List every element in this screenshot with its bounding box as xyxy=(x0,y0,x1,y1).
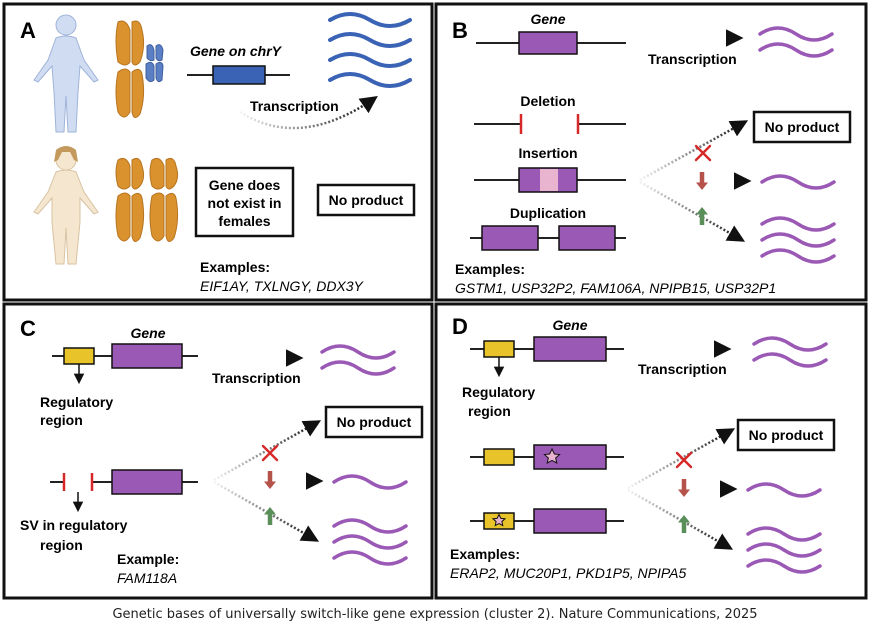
panel-d-examples-label: Examples: xyxy=(450,546,520,562)
panel-c-example: FAM118A xyxy=(117,570,177,586)
panel-c-no-product-box xyxy=(324,405,424,439)
panel-a-examples: EIF1AY, TXLNGY, DDX3Y xyxy=(200,278,365,294)
panel-c-regulatory-box xyxy=(63,347,95,365)
deletion-label: Deletion xyxy=(520,93,575,109)
panel-b: B Gene Transcription Deletion Insertion … xyxy=(434,2,868,302)
panel-d-regulatory-line-2: region xyxy=(468,403,511,419)
chromosome-xx-icon xyxy=(115,158,179,242)
panel-a-examples-label: Examples: xyxy=(200,259,270,275)
panel-d-transcript-icon xyxy=(752,336,828,368)
panel-c-high-transcript-icon xyxy=(332,518,408,566)
duplication-gene-1 xyxy=(481,225,539,251)
panel-c-letter: C xyxy=(20,316,36,341)
panel-b-arrow-down xyxy=(639,180,746,242)
female-absence-box xyxy=(194,166,295,238)
panel-d-regulatory-line-1: Regulatory xyxy=(462,384,535,400)
panel-a-transcription-arrow xyxy=(239,96,378,130)
panel-d-variant-regulatory-1 xyxy=(483,448,515,466)
panel-d-variant-gene-1 xyxy=(533,444,607,470)
panel-b-letter: B xyxy=(452,18,468,43)
duplication-label: Duplication xyxy=(510,205,586,221)
panel-c-regulatory-line-1: Regulatory xyxy=(40,394,113,410)
panel-c-ref-gene xyxy=(111,343,183,369)
panel-d-gene-label: Gene xyxy=(552,317,587,333)
panel-c-transcription: Transcription xyxy=(212,370,301,386)
panel-c-gene-label: Gene xyxy=(130,325,165,341)
insertion-label: Insertion xyxy=(518,145,577,161)
panel-d-letter: D xyxy=(452,314,468,339)
panel-a-transcription: Transcription xyxy=(250,98,339,114)
panel-b-ref-gene xyxy=(518,31,578,55)
panel-c-no-product: No product xyxy=(337,414,412,430)
figure-canvas: A Gene on chrY Transcription xyxy=(2,2,868,600)
star-icon xyxy=(491,513,507,527)
panel-d-arrow-down xyxy=(627,488,734,550)
panel-b-frame xyxy=(434,2,868,302)
panel-d-regulatory-box xyxy=(483,340,515,358)
chromosome-y-icon xyxy=(145,44,164,83)
panel-d-ref-gene xyxy=(533,336,607,362)
panel-b-gene-label: Gene xyxy=(530,11,565,27)
panel-c-regulatory-line-2: region xyxy=(40,412,83,428)
panel-d-transcription: Transcription xyxy=(638,361,727,377)
panel-c-example-label: Example: xyxy=(117,551,179,567)
panel-c-transcript-icon xyxy=(320,344,396,376)
panel-d-variant-gene-2 xyxy=(533,508,607,534)
female-absence-line-1: Gene does xyxy=(209,177,281,193)
panel-c-sv-line-1: SV in regulatory xyxy=(20,517,128,533)
panel-b-no-product: No product xyxy=(765,119,840,135)
female-absence-line-2: not exist in xyxy=(208,195,282,211)
panel-b-examples-label: Examples: xyxy=(455,261,525,277)
panel-a-no-product: No product xyxy=(329,192,404,208)
chry-gene-box xyxy=(212,65,266,85)
panel-c-low-transcript-icon xyxy=(332,474,408,490)
gene-on-chry-label: Gene on chrY xyxy=(190,43,283,59)
chromosome-x-icon xyxy=(115,20,145,118)
panel-d: D Gene Regulatory region Transcription N… xyxy=(434,302,868,600)
panel-c-sv-line-2: region xyxy=(40,537,83,553)
panel-b-low-transcript-icon xyxy=(760,174,836,190)
panel-c-arrow-down xyxy=(213,480,320,542)
panel-b-examples: GSTM1, USP32P2, FAM106A, NPIPB15, USP32P… xyxy=(455,280,776,296)
insertion-segment xyxy=(540,169,558,191)
panel-d-no-product-box xyxy=(736,418,836,452)
panel-b-high-transcript-icon xyxy=(760,216,836,264)
panel-b-transcription: Transcription xyxy=(648,51,737,67)
male-figure xyxy=(33,14,99,133)
panel-a-no-product-box xyxy=(316,183,416,217)
duplication-gene-2 xyxy=(558,225,616,251)
female-absence-line-3: females xyxy=(218,213,270,229)
panel-b-no-product-box xyxy=(752,110,852,144)
panel-d-no-product: No product xyxy=(749,427,824,443)
panel-b-transcript-icon xyxy=(758,26,834,58)
panel-d-examples: ERAP2, MUC20P1, PKD1P5, NPIPA5 xyxy=(450,565,686,581)
female-figure xyxy=(33,146,99,265)
figure-caption: Genetic bases of universally switch-like… xyxy=(112,607,758,622)
panel-a-transcript-icon xyxy=(328,12,412,88)
star-icon xyxy=(543,447,561,464)
panel-d-low-transcript-icon xyxy=(746,482,822,498)
panel-d-high-transcript-icon xyxy=(746,526,822,574)
panel-a-letter: A xyxy=(20,18,36,43)
panel-c: C Gene Regulatory region Transcription S… xyxy=(2,302,434,600)
panel-c-sv-gene xyxy=(111,469,183,495)
panel-a: A Gene on chrY Transcription xyxy=(2,2,434,302)
